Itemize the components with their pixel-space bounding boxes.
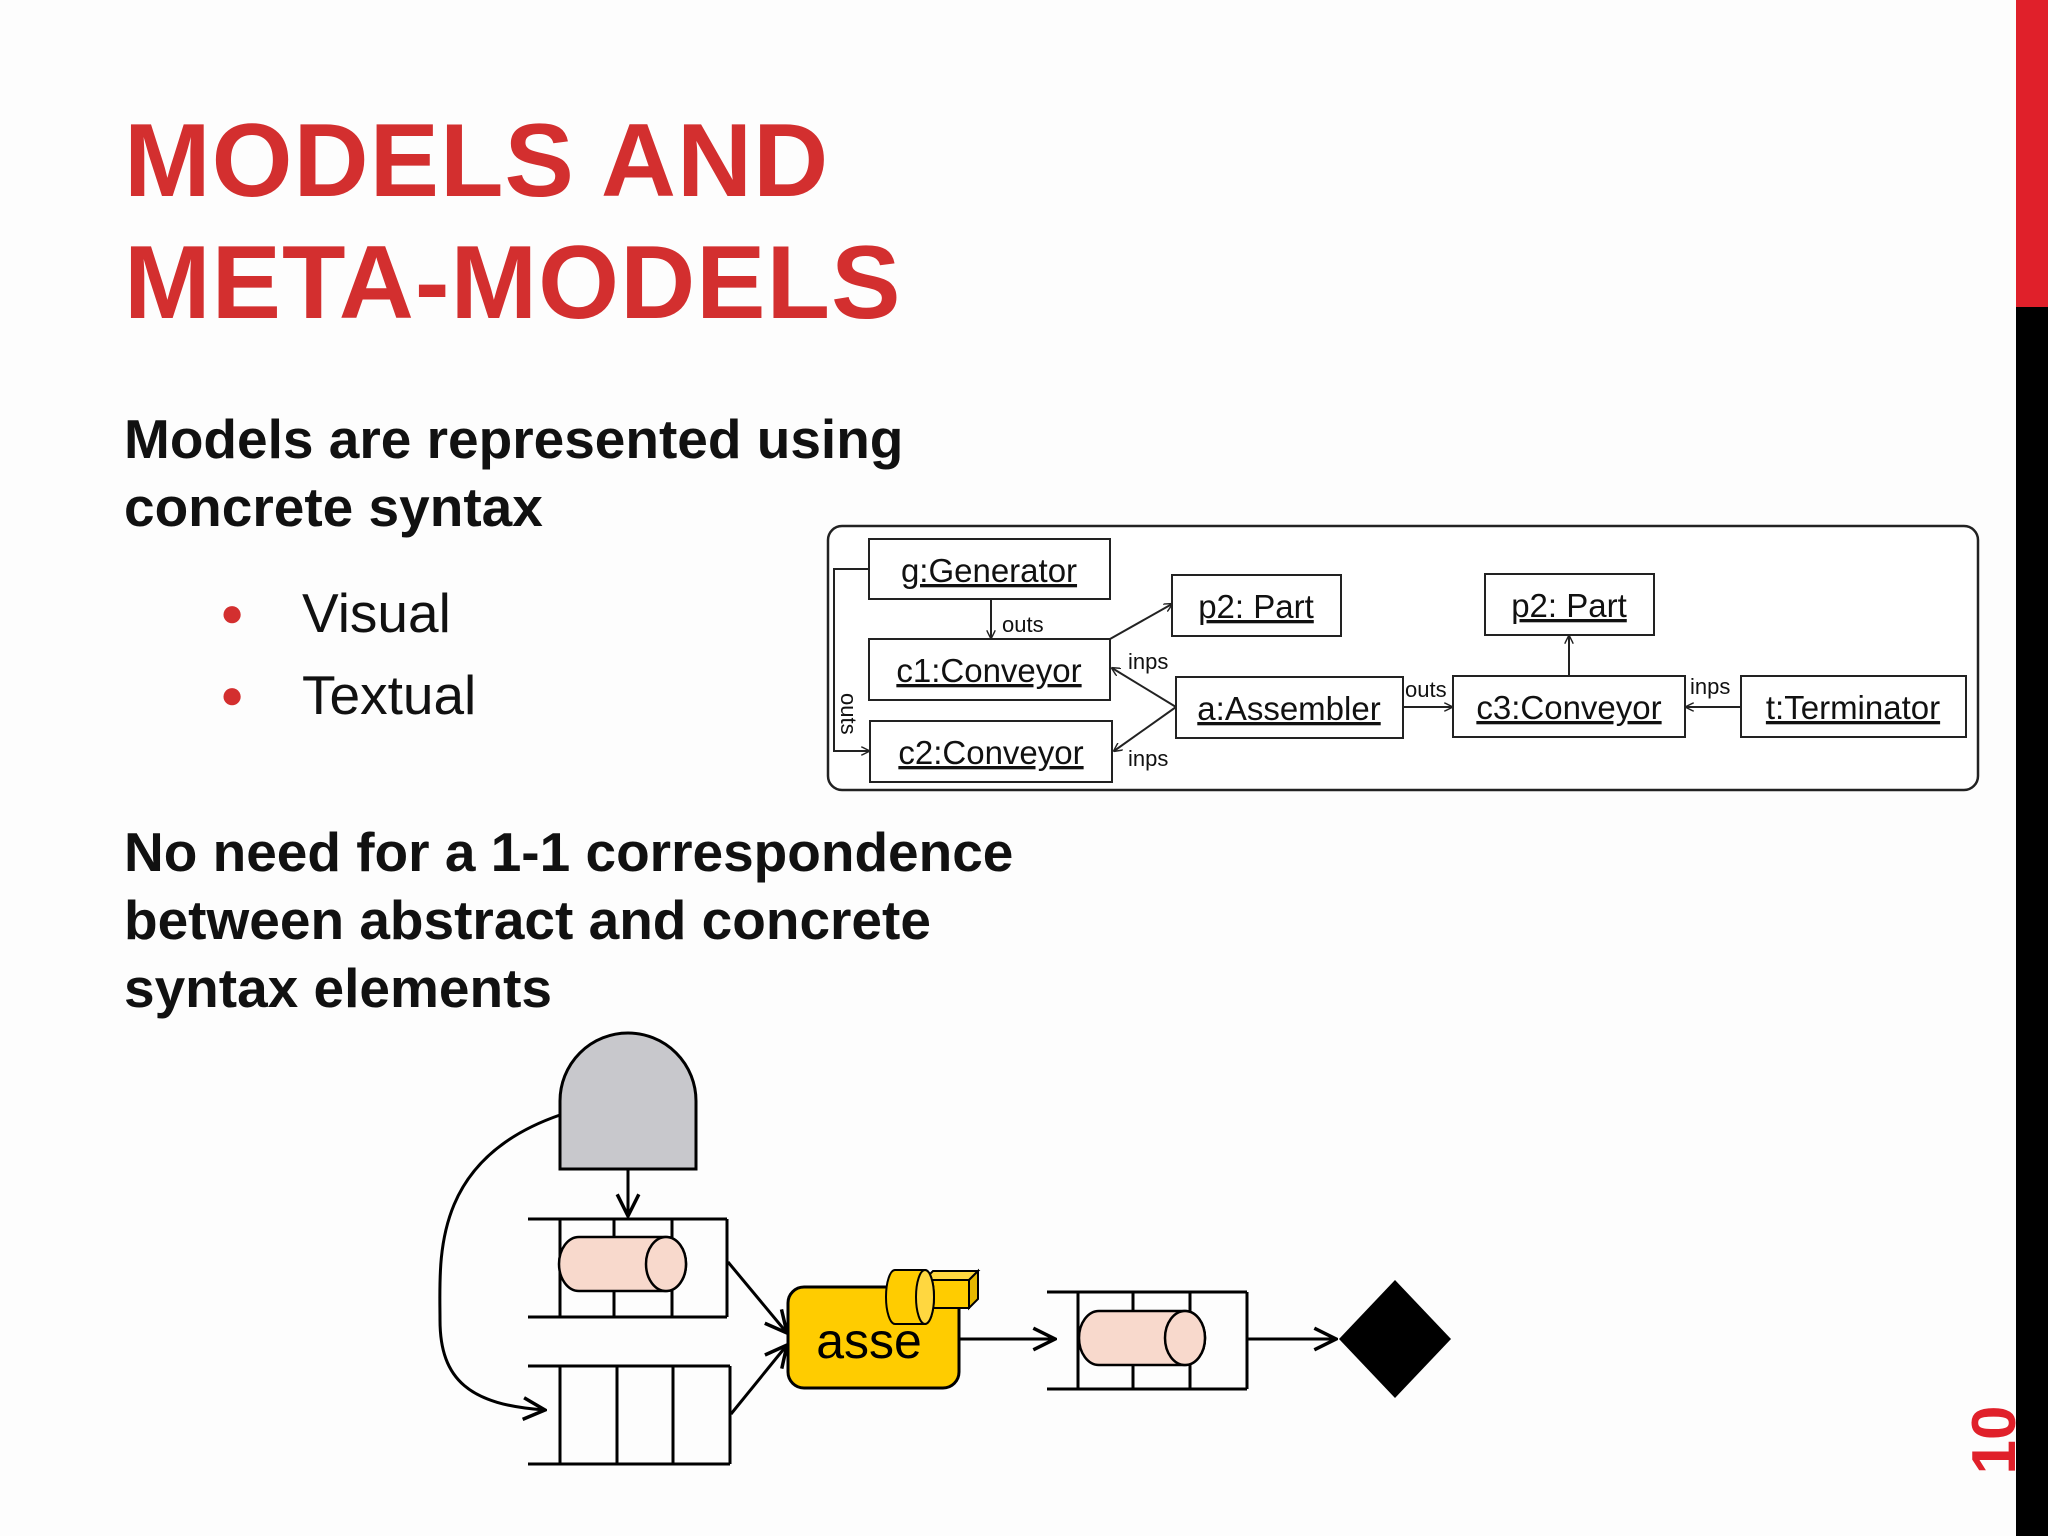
edge-assembler-c2 bbox=[1114, 706, 1177, 751]
bullet-label: Textual bbox=[302, 664, 477, 726]
uml-frame bbox=[826, 524, 1980, 792]
terminator-diamond bbox=[1339, 1280, 1451, 1398]
node-terminator-box bbox=[1740, 675, 1967, 738]
bullet-dot-icon: ● bbox=[220, 591, 245, 635]
paragraph-line: Models are represented using bbox=[124, 408, 904, 470]
conveyor-2 bbox=[528, 1364, 732, 1466]
node-c1-label: c1:Conveyor bbox=[896, 652, 1081, 689]
paragraph-concrete-syntax: Models are represented using concrete sy… bbox=[124, 405, 903, 541]
node-c2-label: c2:Conveyor bbox=[898, 734, 1083, 771]
part-cylinder-2 bbox=[1077, 1309, 1207, 1367]
bullet-dot-icon: ● bbox=[220, 673, 245, 717]
node-assembler-label: a:Assembler bbox=[1197, 690, 1380, 727]
edge-c1-part bbox=[1109, 604, 1172, 640]
connector-conveyor1-to-assembler bbox=[726, 1261, 787, 1333]
slide-title: MODELS AND META-MODELS bbox=[124, 100, 901, 344]
edge-label-outs: outs bbox=[1405, 677, 1447, 702]
assembler-icon bbox=[885, 1268, 981, 1325]
generator-shape bbox=[558, 1031, 698, 1171]
paragraph-correspondence: No need for a 1-1 correspondence between… bbox=[124, 818, 1013, 1022]
node-c1-box bbox=[868, 638, 1111, 701]
connector-generator-to-conveyor2 bbox=[438, 1113, 561, 1410]
bullet-list: ● Visual ● Textual bbox=[220, 572, 476, 736]
paragraph-line: No need for a 1-1 correspondence bbox=[124, 821, 1014, 883]
conveyor-1 bbox=[528, 1217, 729, 1319]
node-c3-box bbox=[1452, 675, 1686, 738]
node-part-right-label: p2: Part bbox=[1511, 587, 1627, 624]
node-assembler-box bbox=[1175, 676, 1404, 739]
edge-label-inps: inps bbox=[1690, 674, 1730, 699]
paragraph-line: concrete syntax bbox=[124, 476, 543, 538]
node-generator-label: g:Generator bbox=[901, 552, 1077, 589]
node-part-right-box bbox=[1484, 573, 1655, 636]
edge-label-outs-vertical: outs bbox=[836, 693, 861, 735]
bullet-item-visual: ● Visual bbox=[220, 572, 476, 654]
edge-generator-c2 bbox=[833, 568, 869, 751]
paragraph-line: between abstract and concrete bbox=[124, 889, 931, 951]
title-line-2: META-MODELS bbox=[124, 225, 902, 341]
node-terminator-label: t:Terminator bbox=[1766, 689, 1940, 726]
uml-object-diagram: g:Generator c1:Conveyor c2:Conveyor p2: … bbox=[826, 524, 1980, 792]
edge-label-inps: inps bbox=[1128, 746, 1168, 771]
edge-label-outs: outs bbox=[1002, 612, 1044, 637]
accent-bar-black bbox=[2016, 307, 2048, 1536]
edge-label-inps: inps bbox=[1128, 649, 1168, 674]
node-part-left-label: p2: Part bbox=[1198, 588, 1314, 625]
bullet-label: Visual bbox=[302, 582, 451, 644]
node-c3-label: c3:Conveyor bbox=[1476, 689, 1661, 726]
bullet-item-textual: ● Textual bbox=[220, 654, 476, 736]
accent-bar-red bbox=[2016, 0, 2048, 307]
conveyor-3 bbox=[1047, 1290, 1249, 1391]
part-cylinder-1 bbox=[557, 1235, 688, 1293]
title-line-1: MODELS AND bbox=[124, 103, 830, 219]
node-c2-box bbox=[869, 720, 1113, 783]
connector-conveyor2-to-assembler bbox=[729, 1345, 787, 1415]
visual-diagram: asse bbox=[438, 1031, 1451, 1466]
paragraph-line: syntax elements bbox=[124, 957, 552, 1019]
edge-assembler-c1 bbox=[1112, 668, 1177, 708]
